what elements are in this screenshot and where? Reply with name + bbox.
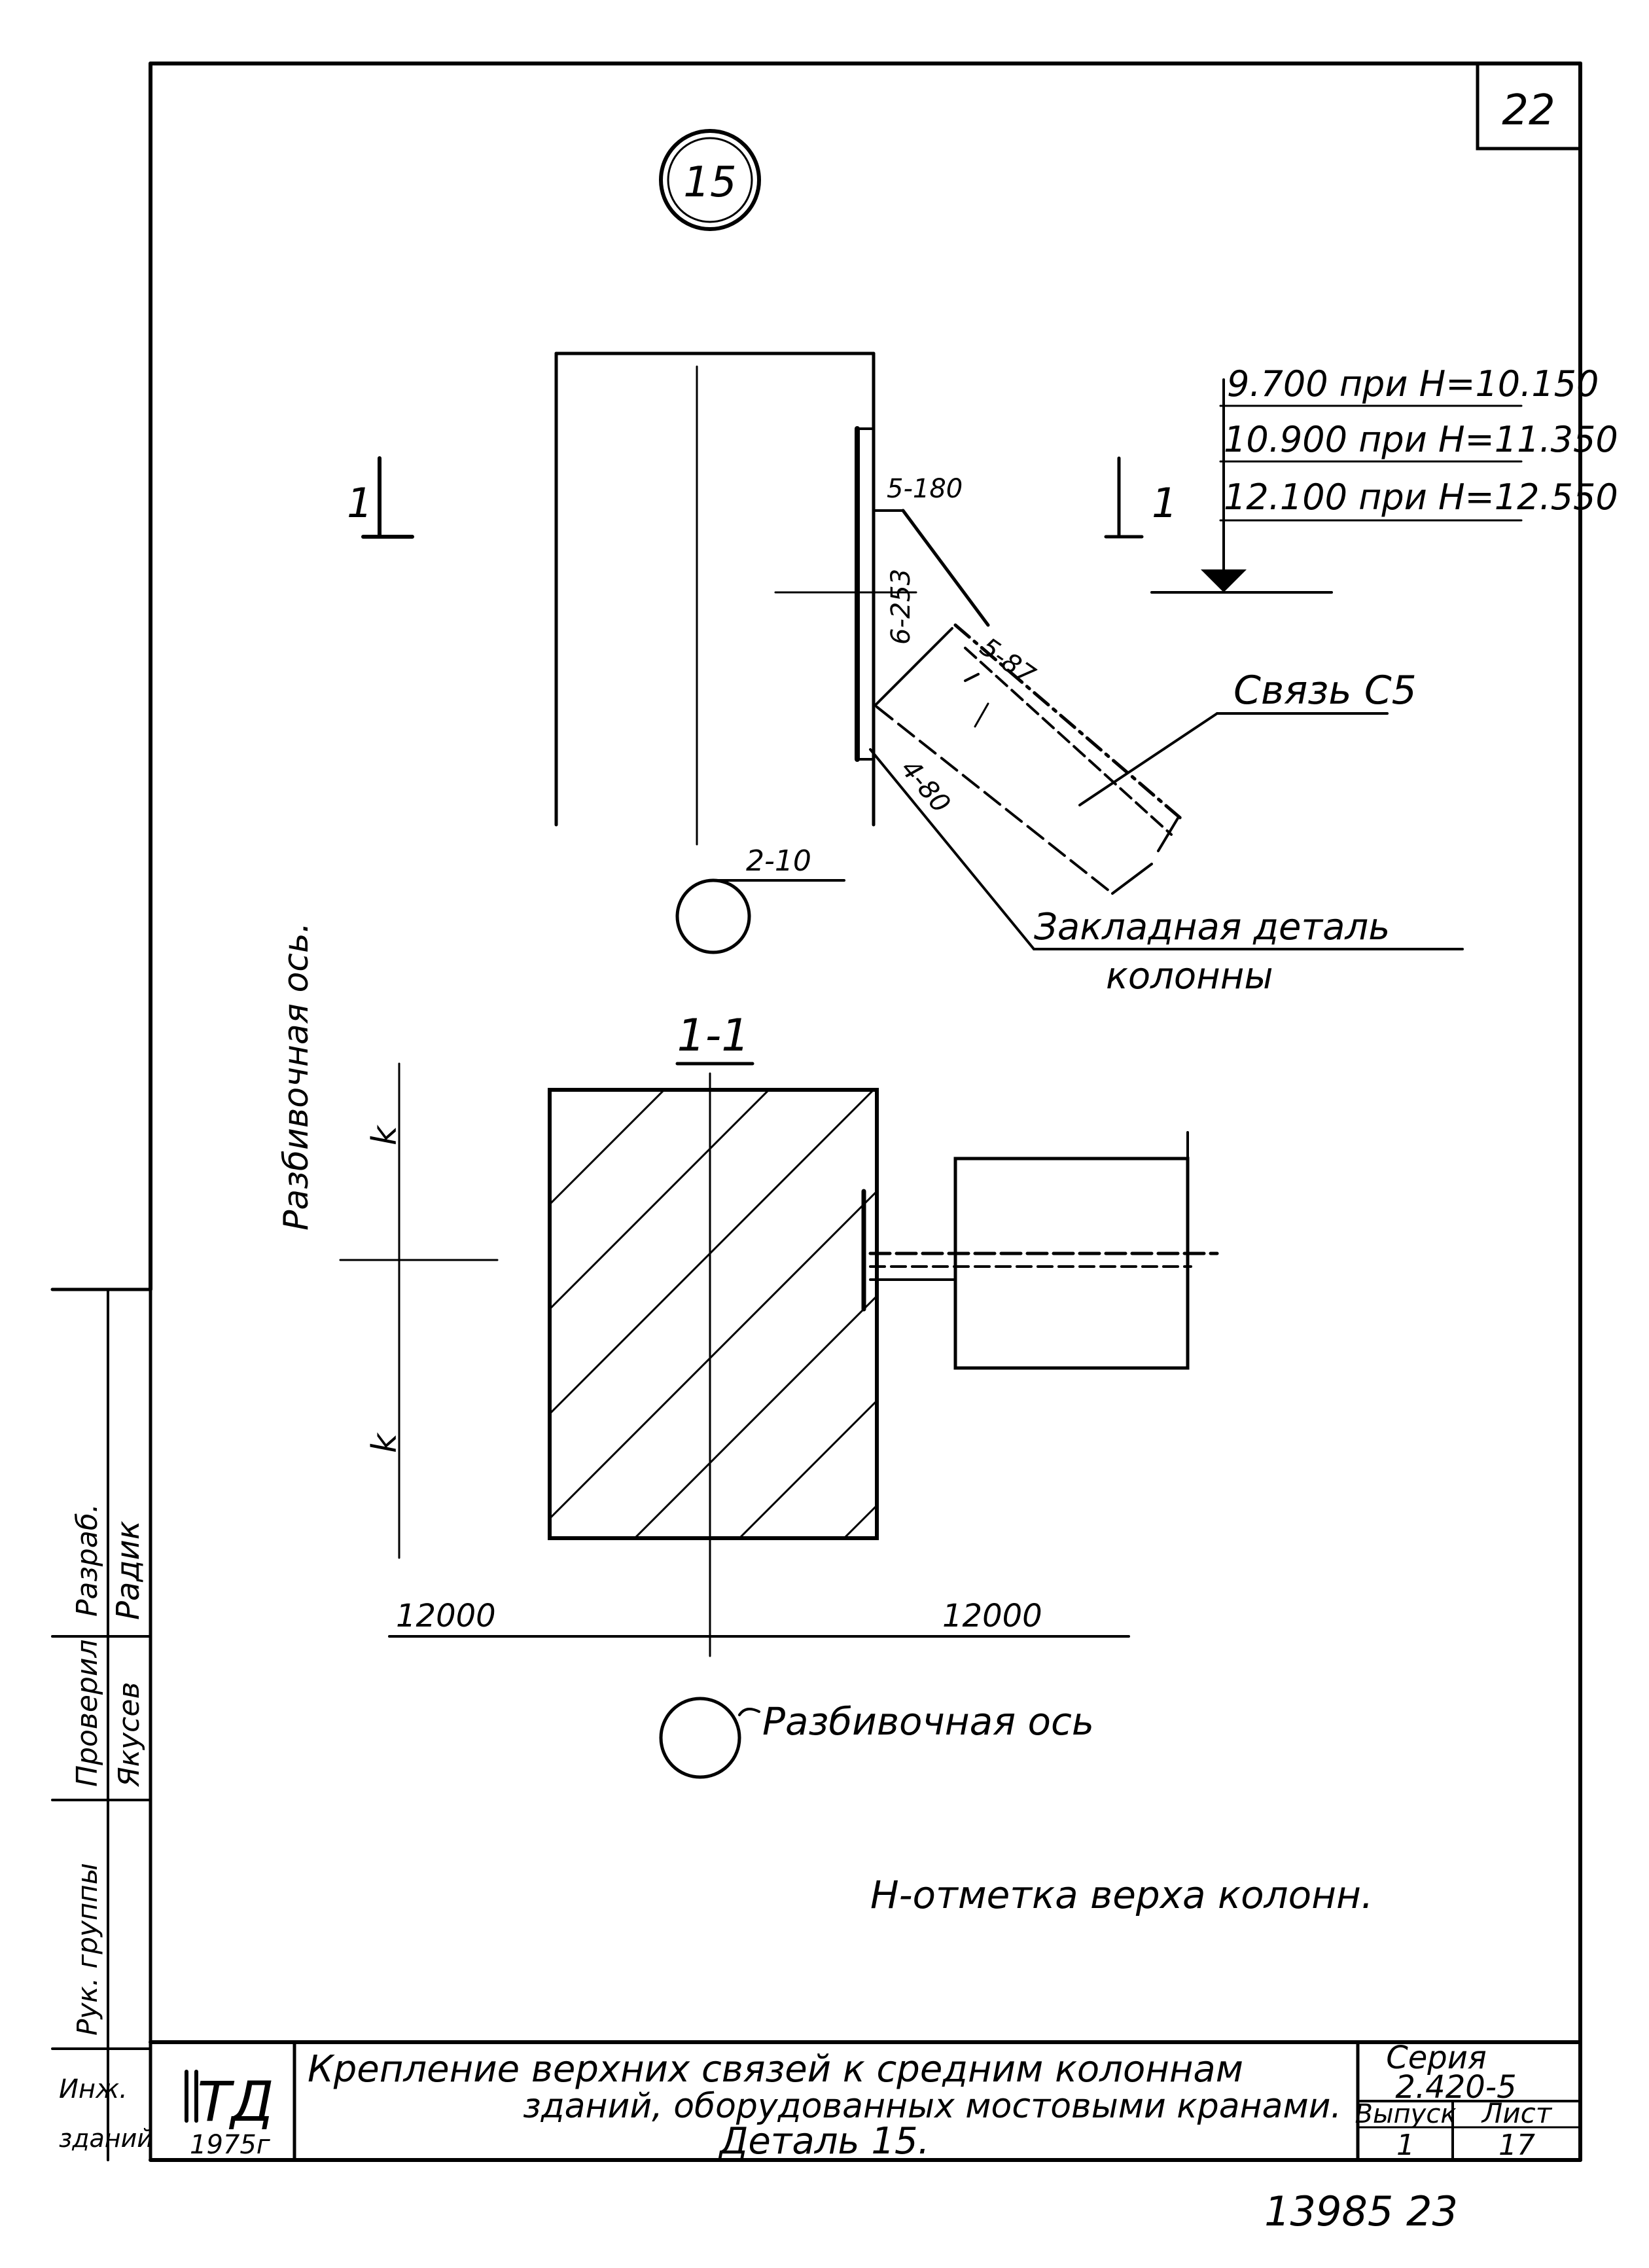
concrete-hatch <box>550 1090 877 1538</box>
title-line-3: Деталь 15. <box>718 2120 930 2163</box>
stamp-row1-name: Радик <box>110 1521 147 1620</box>
elevation-block: 9.700 при H=10.150 10.900 при H=11.350 1… <box>1150 363 1618 594</box>
brace-label: Связь С5 <box>1233 668 1417 713</box>
issue-value: 1 <box>1396 2129 1415 2162</box>
title-line-1: Крепление верхних связей к средним колон… <box>308 2048 1243 2091</box>
section-dim-left: 12000 <box>396 1598 496 1634</box>
stamp-row2-name: Якусев <box>113 1682 146 1788</box>
stamp-row3-role: Рук. группы <box>71 1863 103 2036</box>
corner-number-box: 22 <box>1476 62 1582 151</box>
brace-assembly <box>869 509 1464 950</box>
column-section <box>548 1088 879 1540</box>
series-label: Серия <box>1386 2040 1487 2076</box>
stamp-row4-role: Инж. <box>59 2074 128 2104</box>
weld-label-2: 6-253 <box>886 569 916 645</box>
bottom-number: 13985 23 <box>1264 2187 1458 2235</box>
side-stamp-column <box>51 1288 152 2161</box>
title-block <box>149 2040 1582 2162</box>
weld-label-3: 5-87 <box>974 632 1040 691</box>
stamp-row2-role: Проверил <box>71 1639 104 1787</box>
title-line-2: зданий, оборудованных мостовыми кранами. <box>523 2087 1341 2126</box>
bracket-section <box>953 1157 1190 1370</box>
weld-label-1: 5-180 <box>887 474 963 504</box>
section-side-mark-top: k <box>365 1125 404 1145</box>
section-side-mark-bottom: k <box>365 1432 404 1453</box>
vertical-axis-label: Разбивочная ось. <box>277 922 316 1231</box>
plan-axis-marker: 2-10 <box>675 844 845 954</box>
elevation-arrow <box>1201 569 1247 592</box>
elevation-3: 12.100 при H=12.550 <box>1224 477 1618 518</box>
section-axis-circle <box>659 1697 741 1779</box>
series-value: 2.420-5 <box>1395 2069 1516 2106</box>
embedded-label-line1: Закладная деталь <box>1034 906 1390 948</box>
publisher-logo: ТД <box>185 2070 274 2134</box>
embedded-label-line2: колонны <box>1106 955 1273 998</box>
section-axis-label: Разбивочная ось <box>762 1699 1094 1744</box>
issue-label: Выпуск <box>1355 2099 1457 2129</box>
stamp-row4-name: зданий <box>59 2124 153 2153</box>
corner-number: 22 <box>1502 86 1555 135</box>
sheet-value: 17 <box>1498 2129 1535 2162</box>
section-view: 1-1 k k 12000 12000 <box>339 1010 1219 1779</box>
elevation-1: 9.700 при H=10.150 <box>1227 363 1599 405</box>
section-mark-left: 1 <box>347 456 414 539</box>
detail-number: 15 <box>683 158 736 207</box>
section-mark-left-label: 1 <box>347 479 372 527</box>
logo-text: ТД <box>198 2070 274 2134</box>
note-text: H-отметка верха колонн. <box>870 1873 1373 1917</box>
section-title: 1-1 <box>677 1010 749 1062</box>
section-mark-right-label: 1 <box>1152 479 1177 527</box>
title-year: 1975г <box>190 2130 271 2160</box>
elevation-2: 10.900 при H=11.350 <box>1224 419 1618 460</box>
sheet-label: Лист <box>1481 2097 1553 2129</box>
plan-dimension-label: 2-10 <box>746 844 811 878</box>
column-plan <box>554 351 917 846</box>
stamp-row1-role: Разраб. <box>71 1503 104 1617</box>
sheet-frame <box>50 62 1582 2162</box>
section-dim-right: 12000 <box>942 1598 1042 1634</box>
section-mark-right: 1 <box>1104 456 1177 539</box>
detail-marker: 15 <box>659 129 761 231</box>
